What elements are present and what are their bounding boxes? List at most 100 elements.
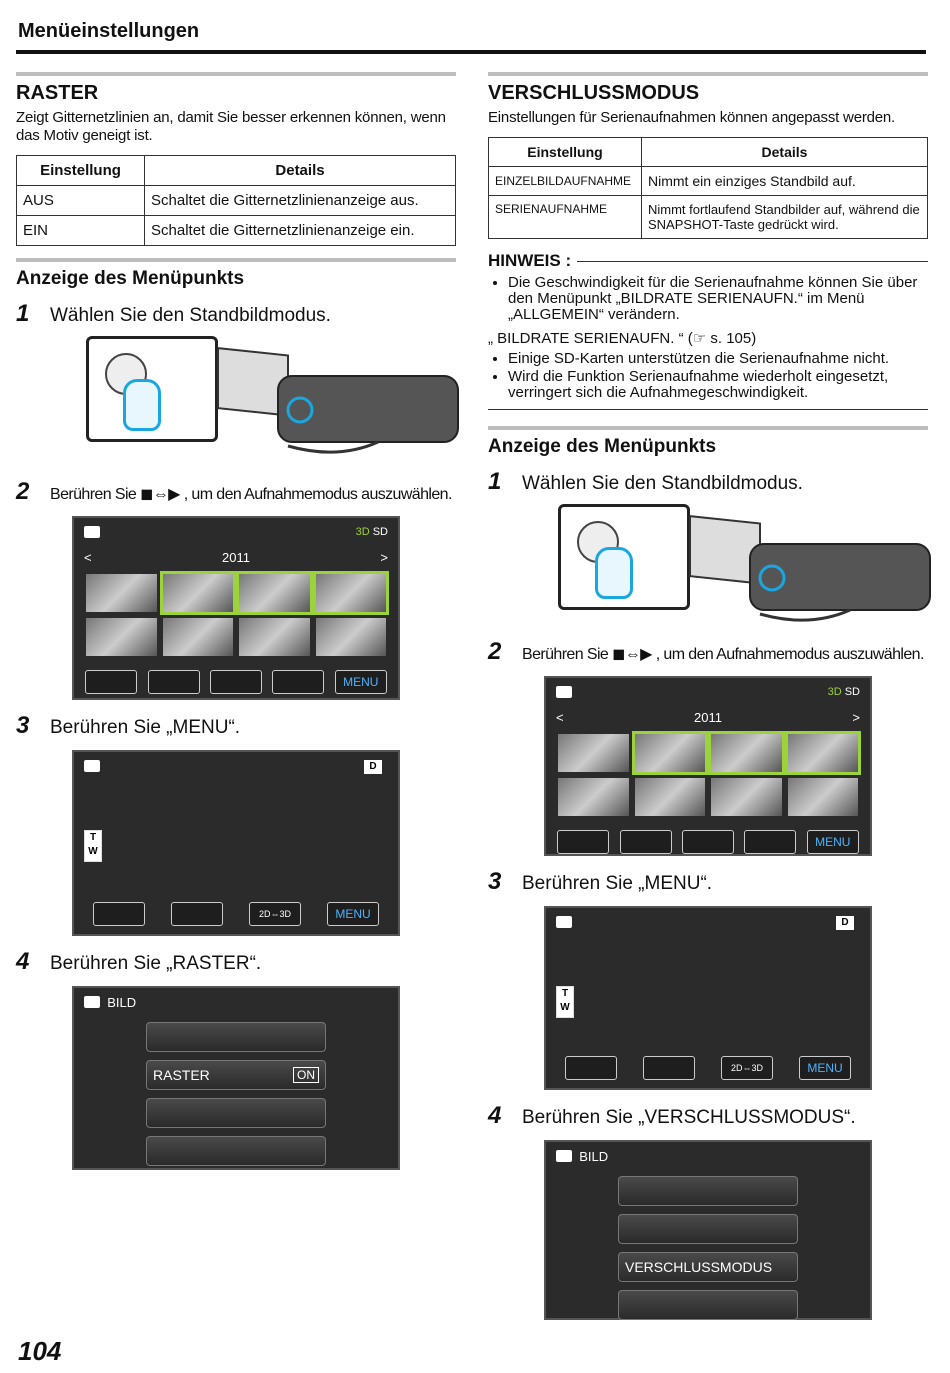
view-switch-button[interactable] — [147, 670, 200, 694]
verschluss-table: Einstellung Details EINZELBILDAUFNAHME N… — [488, 137, 928, 239]
step-number: 3 — [488, 868, 502, 895]
date-row: < 2011 > — [74, 546, 398, 568]
table-cell: SERIENAUFNAHME — [488, 195, 642, 239]
settings-button[interactable] — [272, 670, 325, 694]
table-row: EIN Schaltet die Gitternetzlinienanzeige… — [16, 215, 456, 246]
mode-switch-button[interactable] — [565, 1056, 617, 1080]
next-arrow-icon[interactable]: > — [852, 709, 860, 725]
delete-button[interactable] — [209, 670, 262, 694]
badge-group: 3D SD — [828, 686, 860, 698]
menu-button[interactable]: MENU — [799, 1056, 851, 1080]
menu-button[interactable]: MENU — [327, 902, 379, 926]
2d3d-button[interactable]: 2D⇔3D — [721, 1056, 773, 1080]
thumbnail[interactable] — [315, 618, 386, 656]
thumbnail[interactable] — [784, 731, 861, 775]
step-3: 3 Berühren Sie „MENU“. — [488, 868, 928, 896]
camera-icon — [84, 996, 100, 1008]
delete-button[interactable] — [681, 830, 734, 854]
step-number: 1 — [488, 468, 502, 495]
thumbnail-grid — [74, 568, 398, 662]
thumbnail[interactable] — [86, 574, 157, 612]
raster-title: RASTER — [16, 82, 99, 104]
menu-item[interactable] — [146, 1098, 326, 1128]
screen-toolbar: 2D⇔3D MENU — [74, 894, 398, 934]
mode-switch-button[interactable] — [93, 902, 145, 926]
camera-icon — [556, 686, 572, 698]
menu-item[interactable] — [146, 1022, 326, 1052]
step-1: 1 Wählen Sie den Standbildmodus. — [16, 300, 456, 328]
menu-item[interactable] — [618, 1176, 798, 1206]
table-cell: Nimmt fortlaufend Standbilder auf, währe… — [641, 195, 928, 239]
step-text: Berühren Sie „VERSCHLUSSMODUS“. — [522, 1107, 856, 1128]
step-number: 3 — [16, 712, 30, 739]
prev-arrow-icon[interactable]: < — [84, 549, 92, 565]
hint-list: Einige SD-Karten unterstützen die Serien… — [488, 351, 928, 401]
playback-screen: 3D SD < 2011 > MENU — [72, 516, 400, 700]
camcorder-icon — [217, 346, 459, 454]
menu-item[interactable] — [618, 1214, 798, 1244]
page-number: 104 — [18, 1336, 62, 1366]
thumbnail[interactable] — [162, 618, 233, 656]
mode-switch-button[interactable] — [557, 830, 610, 854]
thumbnail[interactable] — [558, 778, 629, 816]
step-4: 4 Berühren Sie „RASTER“. — [16, 948, 456, 976]
step-4: 4 Berühren Sie „VERSCHLUSSMODUS“. — [488, 1102, 928, 1130]
table-cell: AUS — [16, 185, 145, 216]
table-header: Einstellung — [16, 155, 145, 186]
menu-item-value: ON — [293, 1067, 319, 1083]
menu-item[interactable] — [146, 1136, 326, 1166]
thumbnail[interactable] — [86, 618, 157, 656]
playback-screen: 3D SD < 2011 > MENU — [544, 676, 872, 856]
zoom-tw-icon[interactable]: T W — [84, 830, 102, 862]
thumbnail[interactable] — [159, 571, 236, 615]
zoom-tw-icon[interactable]: T W — [556, 986, 574, 1018]
screen-toolbar: MENU — [74, 662, 398, 702]
screen-top-bar: 3D SD — [74, 518, 398, 546]
thumbnail[interactable] — [631, 731, 708, 775]
date-row: < 2011 > — [546, 706, 870, 728]
menu-item-raster[interactable]: RASTER ON — [146, 1060, 326, 1090]
thumbnail[interactable] — [634, 778, 705, 816]
screen-top-bar: 3D SD — [546, 678, 870, 706]
hint-list: Die Geschwindigkeit für die Serienaufnah… — [488, 275, 928, 323]
thumbnail[interactable] — [787, 778, 858, 816]
menu-item[interactable] — [618, 1290, 798, 1320]
hand-icon — [123, 379, 161, 431]
menu-list: RASTER ON — [146, 1022, 326, 1174]
thumbnail[interactable] — [558, 734, 629, 772]
2d3d-button[interactable]: 2D⇔3D — [249, 902, 301, 926]
verschluss-desc: Einstellungen für Serienaufnahmen können… — [488, 109, 896, 126]
next-arrow-icon[interactable]: > — [380, 549, 388, 565]
record-button[interactable] — [171, 902, 223, 926]
step-text: Berühren Sie — [522, 646, 609, 663]
left-column: RASTER Zeigt Gitternetzlinien an, damit … — [16, 72, 459, 1182]
step-number: 4 — [488, 1102, 502, 1129]
header-rule — [16, 50, 926, 54]
step-text: Berühren Sie „MENU“. — [522, 873, 713, 894]
step-number: 2 — [16, 478, 30, 505]
thumbnail[interactable] — [312, 571, 389, 615]
thumbnail[interactable] — [708, 731, 785, 775]
camera-illustration — [544, 504, 931, 624]
record-button[interactable] — [643, 1056, 695, 1080]
raster-table: Einstellung Details AUS Schaltet die Git… — [16, 155, 456, 246]
table-row: AUS Schaltet die Gitternetzlinienanzeige… — [16, 185, 456, 216]
badge-3d: 3D — [355, 526, 370, 538]
prev-arrow-icon[interactable]: < — [556, 709, 564, 725]
view-switch-button[interactable] — [619, 830, 672, 854]
menu-button[interactable]: MENU — [334, 670, 387, 694]
step-number: 4 — [16, 948, 30, 975]
step-text: Wählen Sie den Standbildmodus. — [50, 305, 331, 326]
thumbnail[interactable] — [239, 618, 310, 656]
mode-switch-button[interactable] — [85, 670, 138, 694]
menu-item-verschluss[interactable]: VERSCHLUSSMODUS — [618, 1252, 798, 1282]
thumbnail[interactable] — [236, 571, 313, 615]
menu-item-label: VERSCHLUSSMODUS — [625, 1259, 773, 1275]
step-text-wrap: Berühren Sie ◼⇔▶ , um den Aufnahmemodus … — [50, 484, 452, 504]
menu-button[interactable]: MENU — [806, 830, 859, 854]
table-header: Einstellung — [488, 137, 642, 167]
d-badge: D — [836, 916, 854, 930]
settings-button[interactable] — [744, 830, 797, 854]
d-badge: D — [364, 760, 382, 774]
thumbnail[interactable] — [711, 778, 782, 816]
